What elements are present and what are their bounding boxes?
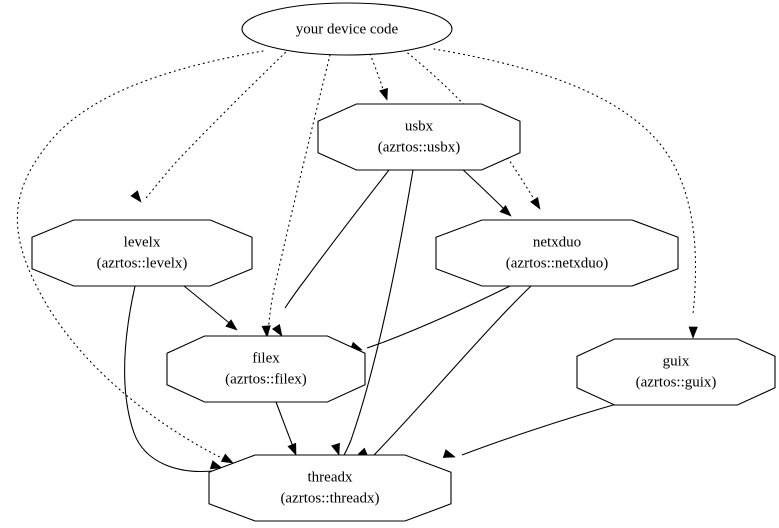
arrow-usbx-threadx [331,442,340,456]
edge-usbx-to-threadx [340,169,414,462]
node-netxduo-shape[interactable] [435,219,679,287]
arrow-usbx-netxduo [499,204,512,217]
nodes-layer: your device codeusbx(azrtos::usbx)levelx… [31,2,776,522]
arrow-device-threadx [220,453,234,464]
node-guix-shape[interactable] [576,338,776,406]
arrow-guix-threadx [442,449,456,458]
node-netxduo[interactable]: netxduo(azrtos::netxduo) [435,219,679,287]
node-device-shape[interactable] [241,2,453,56]
node-filex-label-primary: filex [252,350,280,366]
node-threadx-label-namespace: (azrtos::threadx) [280,490,379,506]
arrow-levelx-filex [225,319,238,331]
node-levelx-label-namespace: (azrtos::levelx) [97,255,188,271]
arrow-device-usbx [379,87,388,101]
node-usbx-shape[interactable] [317,103,521,171]
node-guix-label-namespace: (azrtos::guix) [636,374,717,390]
arrow-device-levelx [130,190,142,203]
edge-device-to-usbx [369,53,386,96]
node-filex-shape[interactable] [166,335,366,403]
edge-usbx-to-filex [284,169,390,309]
node-levelx[interactable]: levelx(azrtos::levelx) [31,219,253,287]
edge-device-to-threadx [16,50,264,462]
arrowheads-layer [130,87,698,470]
node-device-label-primary: your device code [296,21,399,37]
edge-netxduo-to-threadx [373,285,532,456]
node-threadx[interactable]: threadx(azrtos::threadx) [208,454,452,522]
edge-netxduo-to-filex [366,283,515,349]
arrow-device-guix [688,326,698,339]
node-threadx-shape[interactable] [208,454,452,522]
arrow-levelx-threadx [209,460,223,470]
arrow-filex-threadx [287,442,297,456]
node-levelx-label-primary: levelx [124,234,161,250]
node-usbx[interactable]: usbx(azrtos::usbx) [317,103,521,171]
edge-usbx-to-netxduo [459,166,507,212]
edge-levelx-to-filex [183,285,234,327]
node-usbx-label-namespace: (azrtos::usbx) [378,139,460,155]
edge-device-to-filex [267,54,331,335]
node-netxduo-label-namespace: (azrtos::netxduo) [506,255,608,271]
arrow-device-netxduo [530,196,541,210]
node-filex-label-namespace: (azrtos::filex) [225,371,307,387]
node-filex[interactable]: filex(azrtos::filex) [166,335,366,403]
node-netxduo-label-primary: netxduo [533,234,581,250]
node-threadx-label-primary: threadx [308,469,353,485]
edge-levelx-to-threadx [124,285,213,473]
arrow-usbx-filex [271,323,283,337]
edge-guix-to-threadx [461,400,628,456]
node-usbx-label-primary: usbx [405,118,434,134]
node-guix-label-primary: guix [663,353,690,369]
edge-filex-to-threadx [275,401,295,450]
node-levelx-shape[interactable] [31,219,253,287]
node-guix[interactable]: guix(azrtos::guix) [576,338,776,406]
edge-device-to-levelx [145,48,290,199]
node-device[interactable]: your device code [241,2,453,56]
edge-device-to-guix [433,48,697,315]
arrow-device-filex [261,325,271,338]
